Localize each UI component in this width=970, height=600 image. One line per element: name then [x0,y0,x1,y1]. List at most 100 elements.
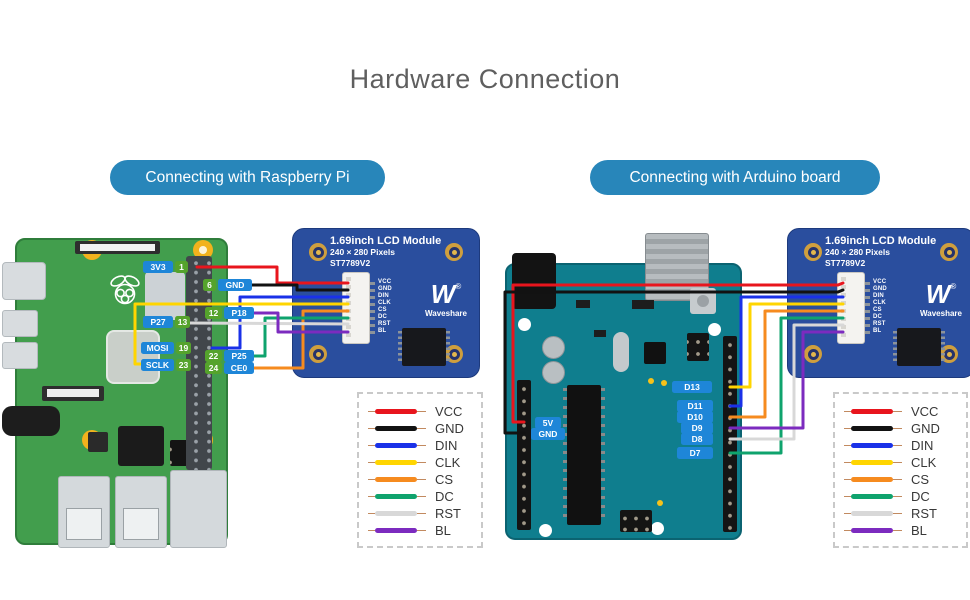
lcd-pin-bl: BL [378,328,387,334]
lcd-mounting-hole [309,345,327,363]
pi-usb-controller-chip [118,426,164,466]
waveshare-logo: W® Waveshare [915,280,967,318]
arduino-mcu-chip [644,342,666,364]
legend-label: DC [911,489,930,504]
pi-usb-slot [123,508,159,540]
legend-row: GND [359,420,481,437]
lcd-pin-clk: CLK [873,300,886,306]
arduino-dip-legs [563,388,567,522]
lcd-mounting-hole [940,243,958,261]
lcd-module: 1.69inch LCD Module 240 × 280 Pixels ST7… [787,228,970,378]
lcd-pin-bl: BL [873,328,882,334]
legend-row: CS [359,471,481,488]
pi-pin-label: MOSI [141,342,174,354]
legend-label: CLK [435,455,461,470]
legend-row: RST [835,505,966,522]
legend-swatch-cs [375,477,417,482]
legend-label: DIN [911,438,934,453]
arduino-right-header [723,336,737,532]
lcd-controller: ST7789V2 [825,258,866,268]
pi-ethernet-port [170,470,227,548]
legend-label: CS [911,472,930,487]
lcd-pin-names: VCC GND DIN CLK CS DC RST BL [873,279,887,335]
pi-usb-c-port [2,262,46,300]
pi-pin-number: 24 [205,362,222,374]
lcd-mounting-hole [445,243,463,261]
legend-swatch-clk [375,460,417,465]
lcd-pin-names: VCC GND DIN CLK CS DC RST BL [378,279,392,335]
legend-swatch-gnd [851,426,893,431]
legend-swatch-gnd [375,426,417,431]
arduino-led [661,380,667,386]
legend-swatch-rst [375,511,417,516]
legend-swatch-vcc [851,409,893,414]
legend-row: DIN [835,437,966,454]
lcd-connector-pins [370,281,375,338]
pi-pin-number: 22 [205,350,222,362]
lcd-resolution: 240 × 280 Pixels [330,247,395,257]
pi-camera-connector-tab [80,244,155,251]
pi-display-connector-tab [47,389,99,397]
arduino-smd-part [632,300,654,309]
arduino-dip-ic [567,385,601,525]
lcd-pin-dc: DC [873,314,883,320]
pi-pin-label: P18 [224,307,254,319]
arduino-pin-label: GND [531,428,565,440]
legend-swatch-bl [851,528,893,533]
lcd-text-block: 1.69inch LCD Module 240 × 280 Pixels ST7… [825,235,936,269]
arduino-mounting-hole [539,524,552,537]
legend-swatch-din [851,443,893,448]
arduino-icsp-header [620,510,652,532]
legend-row: DC [359,488,481,505]
legend-row: VCC [359,403,481,420]
pi-pin-number: 19 [176,342,191,354]
legend-swatch-clk [851,460,893,465]
arduino-mounting-hole [708,323,721,336]
lcd-module: 1.69inch LCD Module 240 × 280 Pixels ST7… [292,228,480,378]
arduino-icsp-header [687,333,709,361]
legend-label: VCC [911,404,939,419]
arduino-capacitor [542,361,565,384]
lcd-pin-cs: CS [873,307,882,313]
legend-label: DC [435,489,454,504]
legend-row: DC [835,488,966,505]
lcd-driver-ic [893,328,945,366]
lcd-connector-pins [865,281,870,338]
pi-audio-jack [2,406,60,436]
arduino-section-badge: Connecting with Arduino board [590,160,880,195]
arduino-smd-part [576,300,590,308]
arduino-dip-legs [601,388,605,522]
lcd-pin-din: DIN [378,293,389,299]
pi-pin-label: CE0 [224,362,254,374]
arduino-pin-label: D13 [672,381,712,393]
lcd-pin-clk: CLK [378,300,391,306]
pi-pin-label: P25 [224,350,254,362]
legend-row: BL [359,522,481,539]
pi-wireless-module [145,272,185,320]
legend-swatch-dc [851,494,893,499]
lcd-pin-rst: RST [378,321,391,327]
arduino-crystal [613,332,629,372]
wire-legend: VCC GND DIN CLK CS DC RST BL [833,392,968,548]
lcd-pin-gnd: GND [378,286,392,292]
pi-small-chip [88,432,108,452]
legend-label: GND [435,421,464,436]
legend-label: BL [911,523,927,538]
pi-cpu-chip [106,330,160,384]
pi-pin-number: 6 [203,279,216,291]
pi-micro-hdmi-port [2,310,38,337]
pi-pin-number: 13 [175,316,190,328]
lcd-pin-din: DIN [873,293,884,299]
waveshare-logo-mark: W [925,279,951,309]
lcd-pin-vcc: VCC [873,279,887,285]
pi-pin-number: 1 [175,261,188,273]
lcd-fpc-connector [837,272,865,344]
legend-label: CLK [911,455,937,470]
waveshare-brand-text: Waveshare [425,309,467,318]
legend-label: VCC [435,404,463,419]
raspberry-logo [110,275,140,305]
pi-micro-hdmi-port [2,342,38,369]
lcd-title: 1.69inch LCD Module [825,235,937,247]
lcd-mounting-hole [804,345,822,363]
